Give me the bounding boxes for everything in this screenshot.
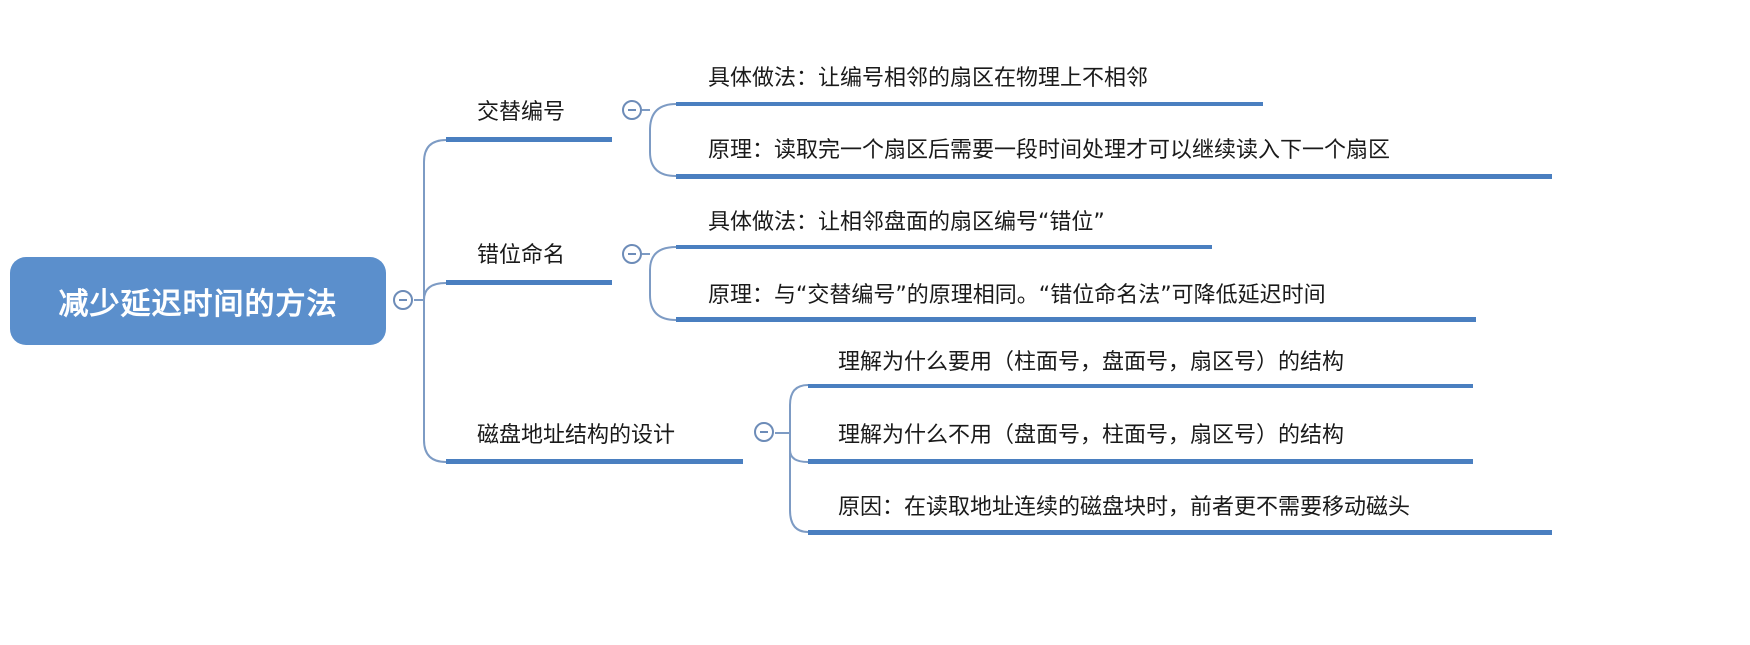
branch-3-label[interactable]: 磁盘地址结构的设计 (477, 423, 676, 448)
branch-1-child-2-underline (676, 174, 1552, 179)
branch-1-child-1[interactable]: 具体做法：让编号相邻的扇区在物理上不相邻 (708, 66, 1149, 91)
branch-2-child-2[interactable]: 原理：与“交替编号”的原理相同。“错位命名法”可降低延迟时间 (708, 283, 1326, 308)
branch-3-child-1-underline (808, 384, 1473, 388)
root-node[interactable]: 减少延迟时间的方法 (10, 257, 386, 345)
branch-3-fork (789, 384, 809, 533)
root-collapse-icon[interactable] (393, 290, 413, 310)
trunk-line (423, 139, 447, 463)
branch-2-fork (649, 246, 677, 321)
branch-2-connector (423, 282, 447, 301)
branch-3-child-3[interactable]: 原因：在读取地址连续的磁盘块时，前者更不需要移动磁头 (838, 495, 1411, 520)
branch-1-underline (446, 137, 612, 142)
branch-2-child-1-underline (676, 245, 1212, 249)
branch-3-child-2-underline (808, 459, 1473, 464)
branch-3-child-2[interactable]: 理解为什么不用（盘面号，柱面号，扇区号）的结构 (838, 423, 1345, 448)
branch-1-child-1-underline (676, 102, 1263, 106)
branch-2-label[interactable]: 错位命名 (477, 243, 566, 268)
branch-1-collapse-icon[interactable] (622, 100, 642, 120)
branch-2-underline (446, 280, 612, 285)
branch-2-collapse-icon[interactable] (622, 244, 642, 264)
branch-3-underline (446, 459, 743, 464)
branch-1-child-2[interactable]: 原理：读取完一个扇区后需要一段时间处理才可以继续读入下一个扇区 (708, 138, 1391, 163)
root-label: 减少延迟时间的方法 (58, 287, 338, 322)
branch-3-child-3-underline (808, 530, 1552, 535)
branch-1-label[interactable]: 交替编号 (477, 100, 566, 125)
branch-2-child-1[interactable]: 具体做法：让相邻盘面的扇区编号“错位” (708, 210, 1105, 235)
branch-1-fork (649, 103, 677, 177)
branch-2-child-2-underline (676, 317, 1476, 322)
branch-3-collapse-icon[interactable] (754, 422, 774, 442)
branch-3-child-1[interactable]: 理解为什么要用（柱面号，盘面号，扇区号）的结构 (838, 350, 1345, 375)
